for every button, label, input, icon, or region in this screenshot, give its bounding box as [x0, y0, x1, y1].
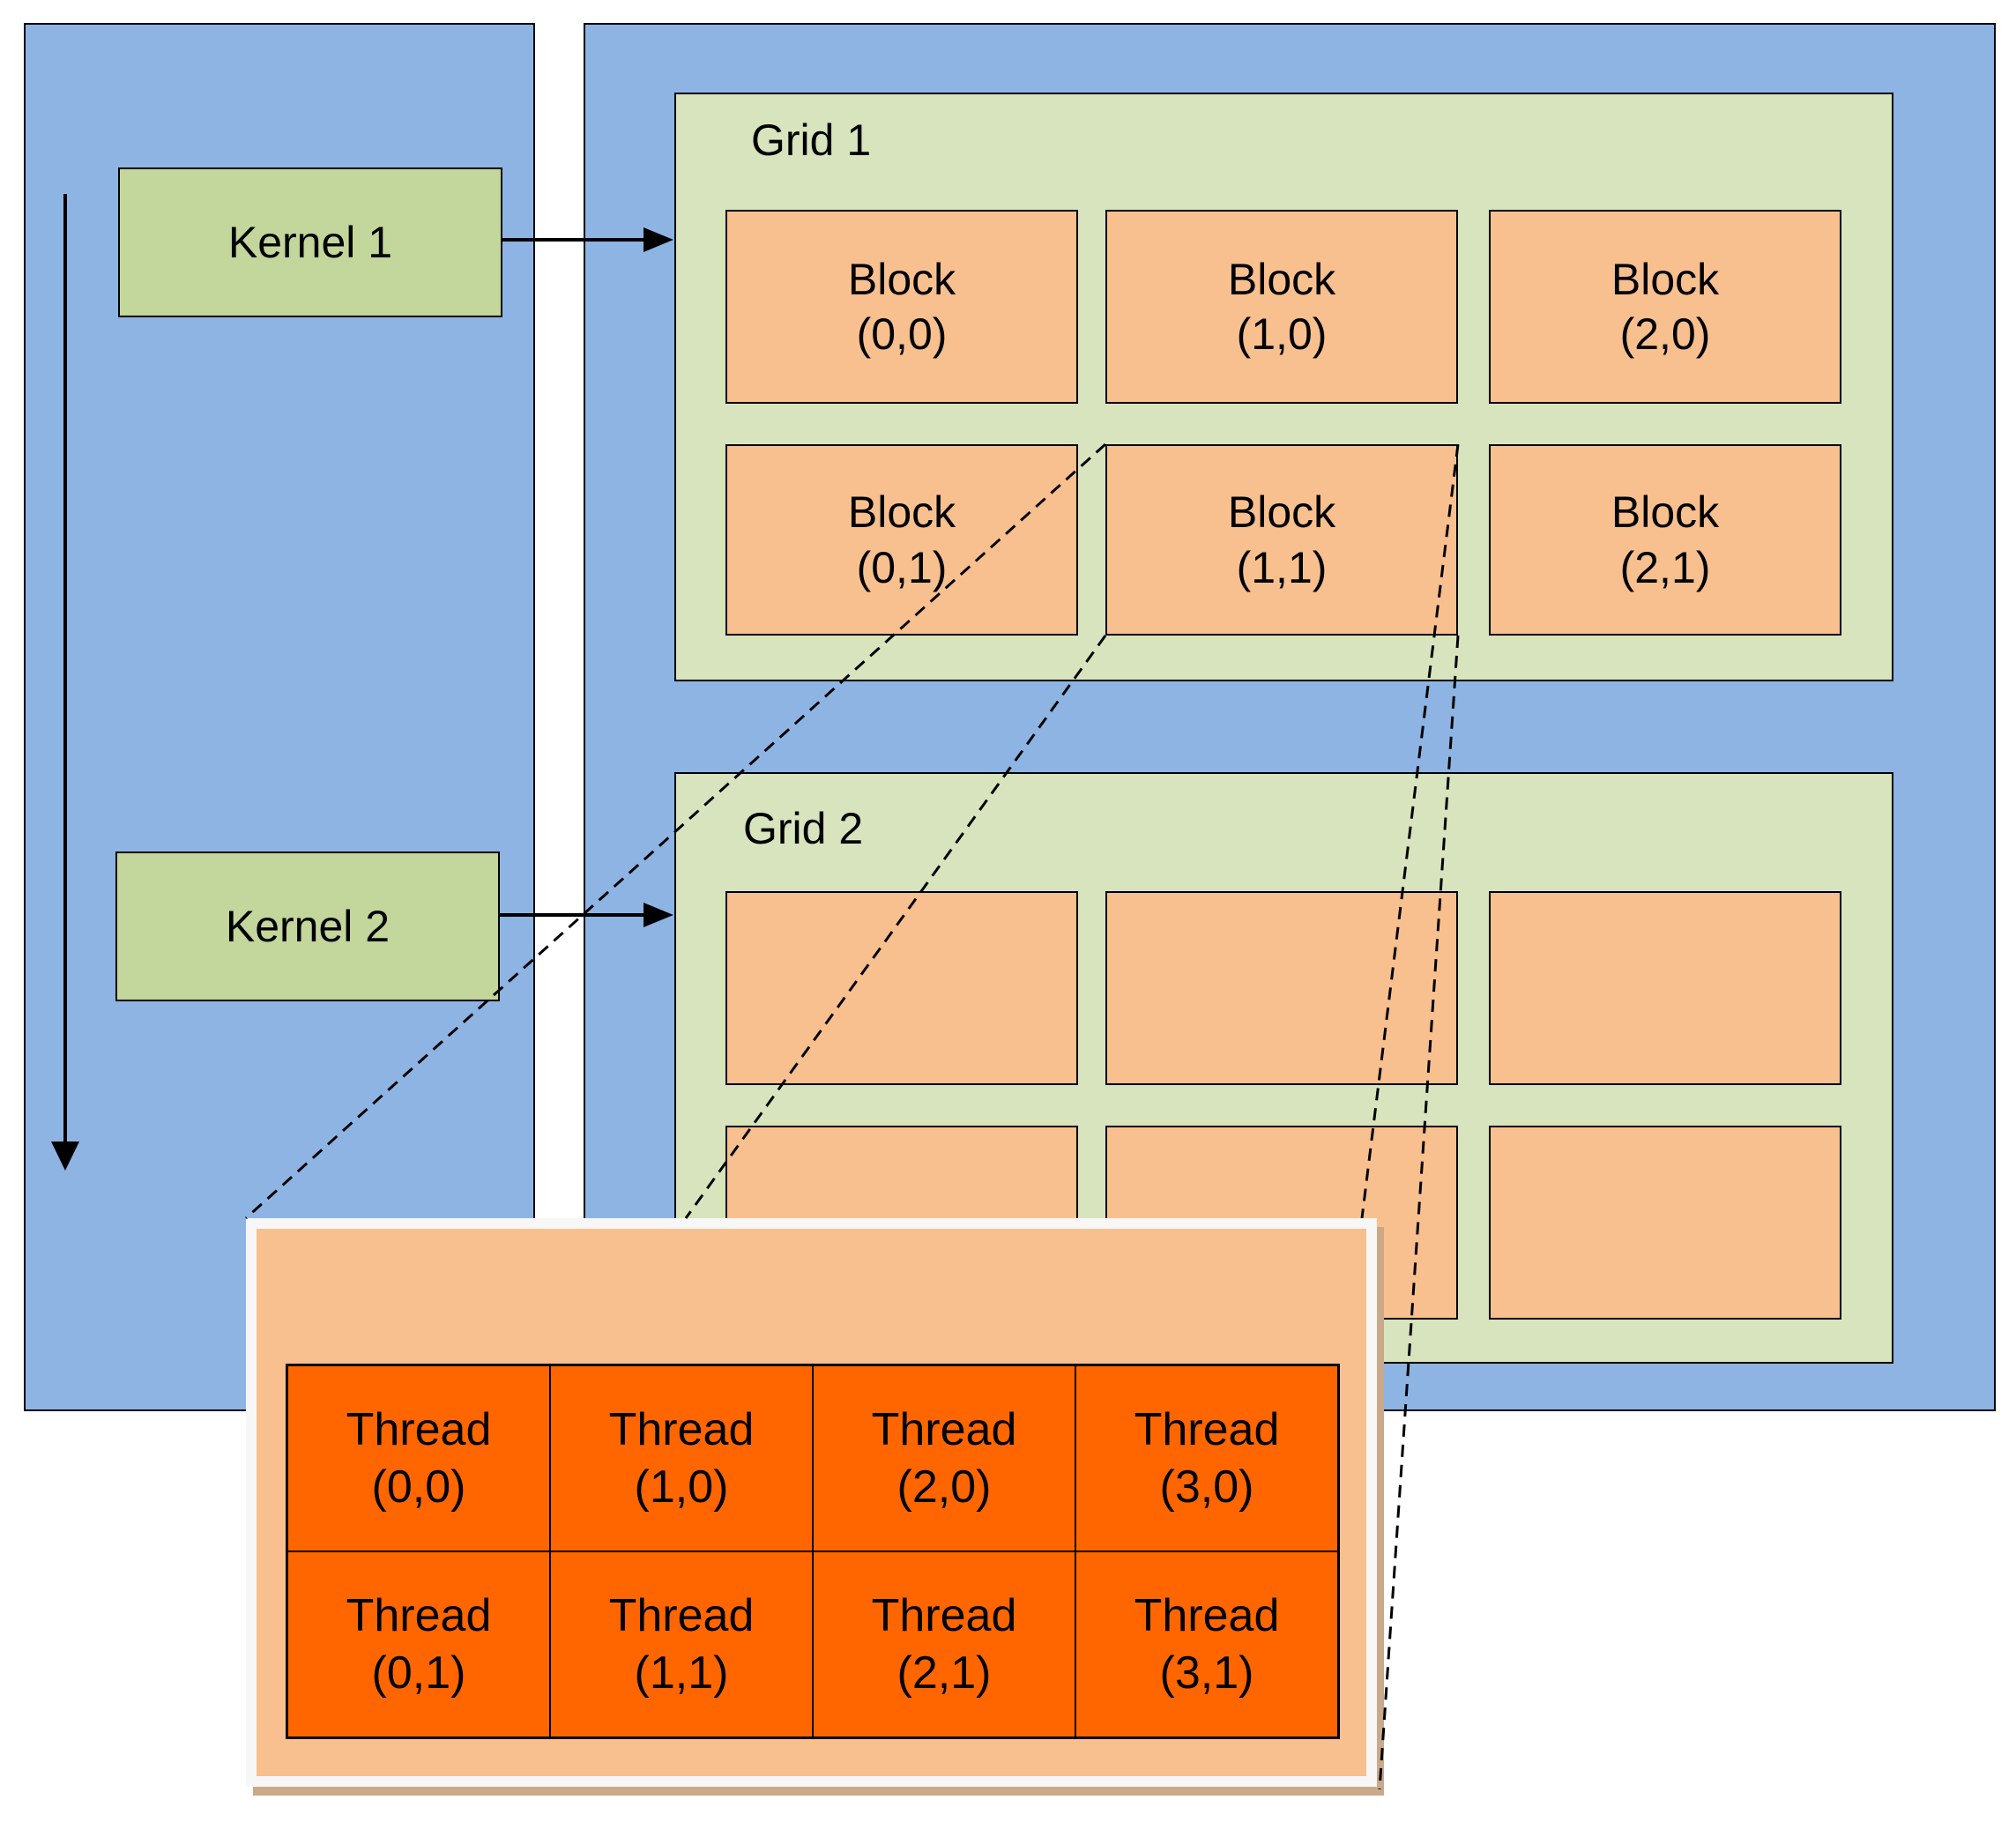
- grid-2-block: [1105, 891, 1458, 1085]
- thread-table: Thread (0,0) Thread (1,0) Thread (2,0) T…: [286, 1364, 1340, 1739]
- block-index: (0,0): [856, 309, 948, 359]
- block-label: Block: [847, 254, 956, 304]
- kernel-1-label: Kernel 1: [227, 218, 393, 267]
- thread-index: (2,1): [896, 1647, 992, 1699]
- grid-2-title: Grid 2: [743, 804, 864, 853]
- thread-index: (1,0): [634, 1461, 729, 1513]
- thread-label: Thread: [871, 1589, 1017, 1641]
- grid-2-block: [1489, 891, 1841, 1085]
- kernel-2-arrow-head: [643, 903, 673, 927]
- thread-label: Thread: [1134, 1589, 1280, 1641]
- kernel-1: Kernel 1: [118, 167, 502, 317]
- thread-index: (3,1): [1159, 1647, 1254, 1699]
- block-index: (1,0): [1236, 309, 1328, 359]
- block-label: Block: [847, 487, 956, 537]
- zoom-line-top-right: [1360, 443, 1460, 1219]
- grid-1-title: Grid 1: [751, 115, 872, 165]
- grid-1-block-0-1: Block (0,1): [725, 444, 1078, 636]
- grid-1-block-2-0: Block (2,0): [1489, 210, 1841, 404]
- thread-index: (0,1): [371, 1647, 466, 1699]
- zoom-line-top-left: [244, 442, 1107, 1220]
- thread-3-0: Thread (3,0): [1075, 1365, 1338, 1551]
- thread-index: (2,0): [896, 1461, 992, 1513]
- thread-index: (3,0): [1159, 1461, 1254, 1513]
- thread-index: (0,0): [371, 1461, 466, 1513]
- zoom-line-bottom-right: [1378, 635, 1460, 1790]
- grid-1-block-2-1: Block (2,1): [1489, 444, 1841, 636]
- thread-1-0: Thread (1,0): [550, 1365, 813, 1551]
- thread-2-0: Thread (2,0): [813, 1365, 1075, 1551]
- block-index: (2,0): [1619, 309, 1711, 359]
- block-index: (1,1): [1236, 542, 1328, 592]
- kernel-2-label: Kernel 2: [225, 902, 391, 951]
- grid-1-block-1-1: Block (1,1): [1105, 444, 1458, 636]
- thread-label: Thread: [1134, 1403, 1280, 1455]
- thread-label: Thread: [871, 1403, 1017, 1455]
- thread-label: Thread: [346, 1403, 492, 1455]
- grid-1-block-1-0: Block (1,0): [1105, 210, 1458, 404]
- kernel-2: Kernel 2: [115, 852, 500, 1001]
- thread-0-1: Thread (0,1): [287, 1551, 550, 1737]
- time-arrow-head: [51, 1142, 79, 1171]
- grid-2-block: [1489, 1126, 1841, 1320]
- thread-3-1: Thread (3,1): [1075, 1551, 1338, 1737]
- thread-0-0: Thread (0,0): [287, 1365, 550, 1551]
- thread-label: Thread: [608, 1403, 755, 1455]
- kernel-1-arrow-head: [643, 227, 673, 252]
- zoom-line-bottom-left: [684, 635, 1107, 1219]
- block-index: (2,1): [1619, 542, 1711, 592]
- block-label: Block: [1611, 254, 1720, 304]
- thread-2-1: Thread (2,1): [813, 1551, 1075, 1737]
- thread-1-1: Thread (1,1): [550, 1551, 813, 1737]
- block-index: (0,1): [856, 542, 948, 592]
- thread-index: (1,1): [634, 1647, 729, 1699]
- grid-1-block-0-0: Block (0,0): [725, 210, 1078, 404]
- block-label: Block: [1227, 254, 1336, 304]
- block-label: Block: [1611, 487, 1720, 537]
- grid-2-block: [725, 891, 1078, 1085]
- block-label: Block: [1227, 487, 1336, 537]
- thread-label: Thread: [346, 1589, 492, 1641]
- thread-label: Thread: [608, 1589, 755, 1641]
